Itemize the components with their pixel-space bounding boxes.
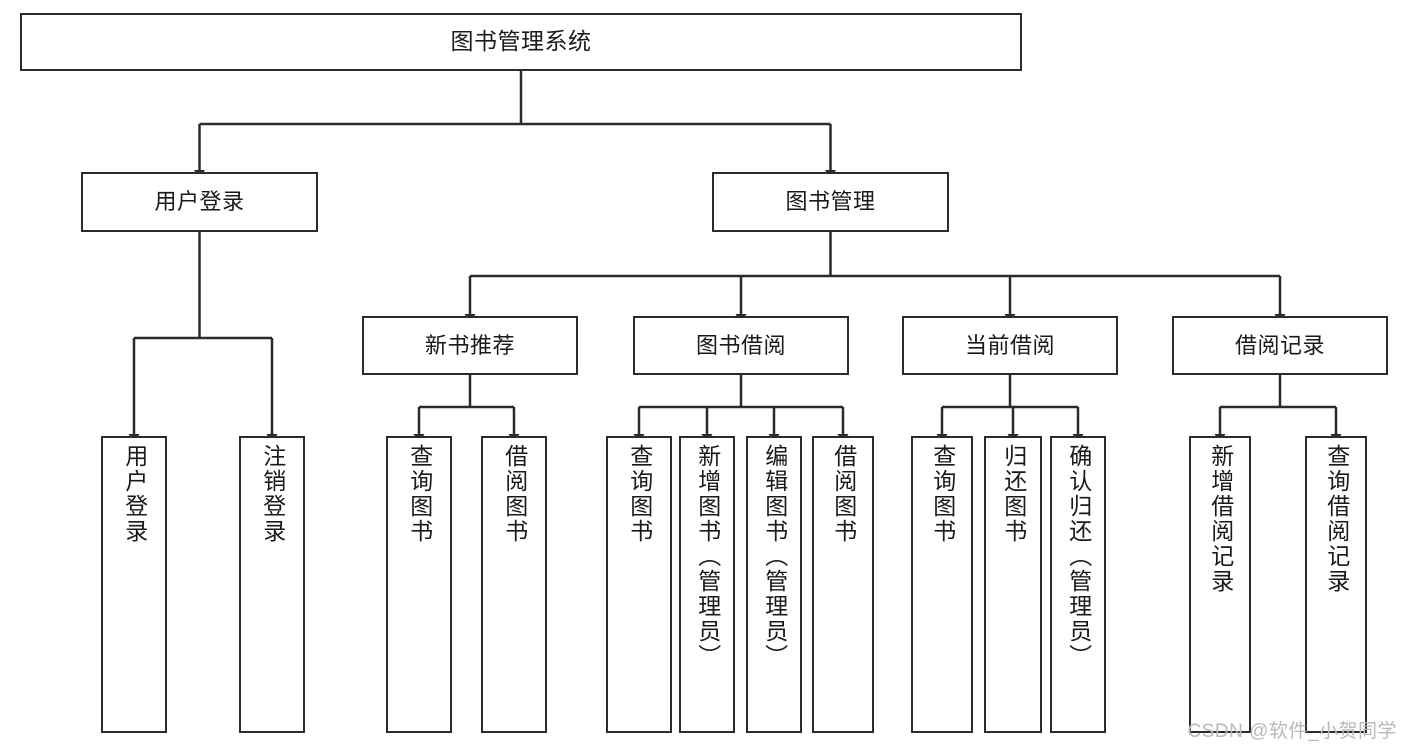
node-label: 借阅记录 (1234, 332, 1325, 358)
node-label: 确认归还（管理员） (1065, 444, 1092, 669)
node-leaf4[interactable]: 借阅图书 (481, 436, 547, 733)
node-label: 查询图书 (929, 444, 956, 544)
node-leaf11[interactable]: 确认归还（管理员） (1050, 436, 1106, 733)
node-records[interactable]: 借阅记录 (1172, 316, 1388, 375)
node-leaf12[interactable]: 新增借阅记录 (1189, 436, 1251, 733)
watermark-text: CSDN @软件_小贺同学 (1187, 721, 1397, 742)
node-label: 用户登录 (121, 444, 148, 544)
node-label: 新书推荐 (424, 332, 515, 358)
node-leaf1[interactable]: 用户登录 (101, 436, 167, 733)
node-borrow[interactable]: 图书借阅 (633, 316, 849, 375)
node-label: 用户登录 (154, 189, 245, 215)
edge-layer (128, 71, 1342, 443)
node-leaf5[interactable]: 查询图书 (606, 436, 672, 733)
node-current[interactable]: 当前借阅 (902, 316, 1118, 375)
node-leaf13[interactable]: 查询借阅记录 (1305, 436, 1367, 733)
node-leaf8[interactable]: 借阅图书 (812, 436, 874, 733)
node-leaf10[interactable]: 归还图书 (984, 436, 1042, 733)
node-login[interactable]: 用户登录 (81, 172, 318, 232)
node-label: 注销登录 (259, 444, 286, 544)
node-bookmgmt[interactable]: 图书管理 (712, 172, 949, 232)
node-label: 借阅图书 (501, 444, 528, 544)
node-leaf9[interactable]: 查询图书 (911, 436, 973, 733)
node-label: 图书管理系统 (450, 28, 592, 55)
node-leaf7[interactable]: 编辑图书（管理员） (746, 436, 802, 733)
node-newbook[interactable]: 新书推荐 (362, 316, 578, 375)
node-root[interactable]: 图书管理系统 (20, 13, 1022, 71)
node-leaf3[interactable]: 查询图书 (386, 436, 452, 733)
node-label: 新增图书（管理员） (694, 444, 721, 669)
node-leaf2[interactable]: 注销登录 (239, 436, 305, 733)
node-label: 图书借阅 (695, 332, 786, 358)
node-leaf6[interactable]: 新增图书（管理员） (679, 436, 735, 733)
node-label: 当前借阅 (964, 332, 1055, 358)
node-label: 归还图书 (1000, 444, 1027, 544)
node-label: 查询图书 (406, 444, 433, 544)
node-label: 编辑图书（管理员） (761, 444, 788, 669)
node-label: 新增借阅记录 (1207, 444, 1234, 594)
node-label: 图书管理 (785, 189, 876, 215)
node-label: 查询借阅记录 (1323, 444, 1350, 594)
node-label: 查询图书 (626, 444, 653, 544)
node-label: 借阅图书 (830, 444, 857, 544)
